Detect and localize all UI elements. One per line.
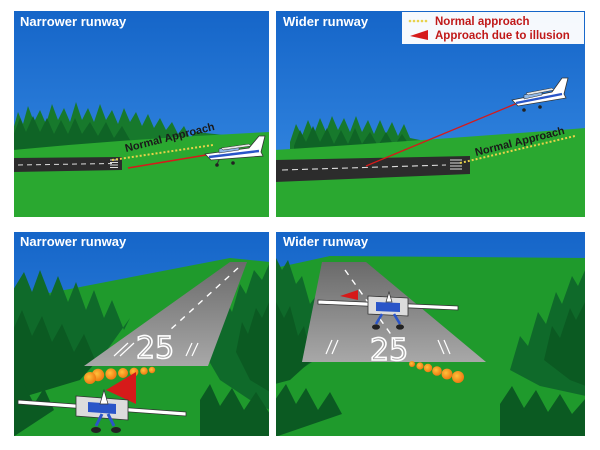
legend: Normal approach Approach due to illusion (402, 12, 584, 44)
legend-normal-label: Normal approach (435, 16, 530, 28)
panel-title: Wider runway (283, 234, 369, 249)
panel-title: Narrower runway (20, 234, 127, 249)
panel-top-right-wider-runway: Normal Approach Wider runway Normal appr… (275, 10, 586, 218)
runway-number: 25 (370, 333, 408, 368)
panel-title: Narrower runway (20, 14, 127, 29)
legend-illusion-label: Approach due to illusion (435, 30, 570, 42)
panel-title: Wider runway (283, 14, 369, 29)
panel-bottom-right-wider-runway: 25 Wider runway (275, 231, 586, 437)
runway-number: 25 (136, 331, 174, 366)
panel-bottom-left-narrower-runway: 25 Narrower runway (13, 231, 270, 437)
panel-top-left-narrower-runway: Normal Approach Narrower runway (13, 10, 270, 218)
